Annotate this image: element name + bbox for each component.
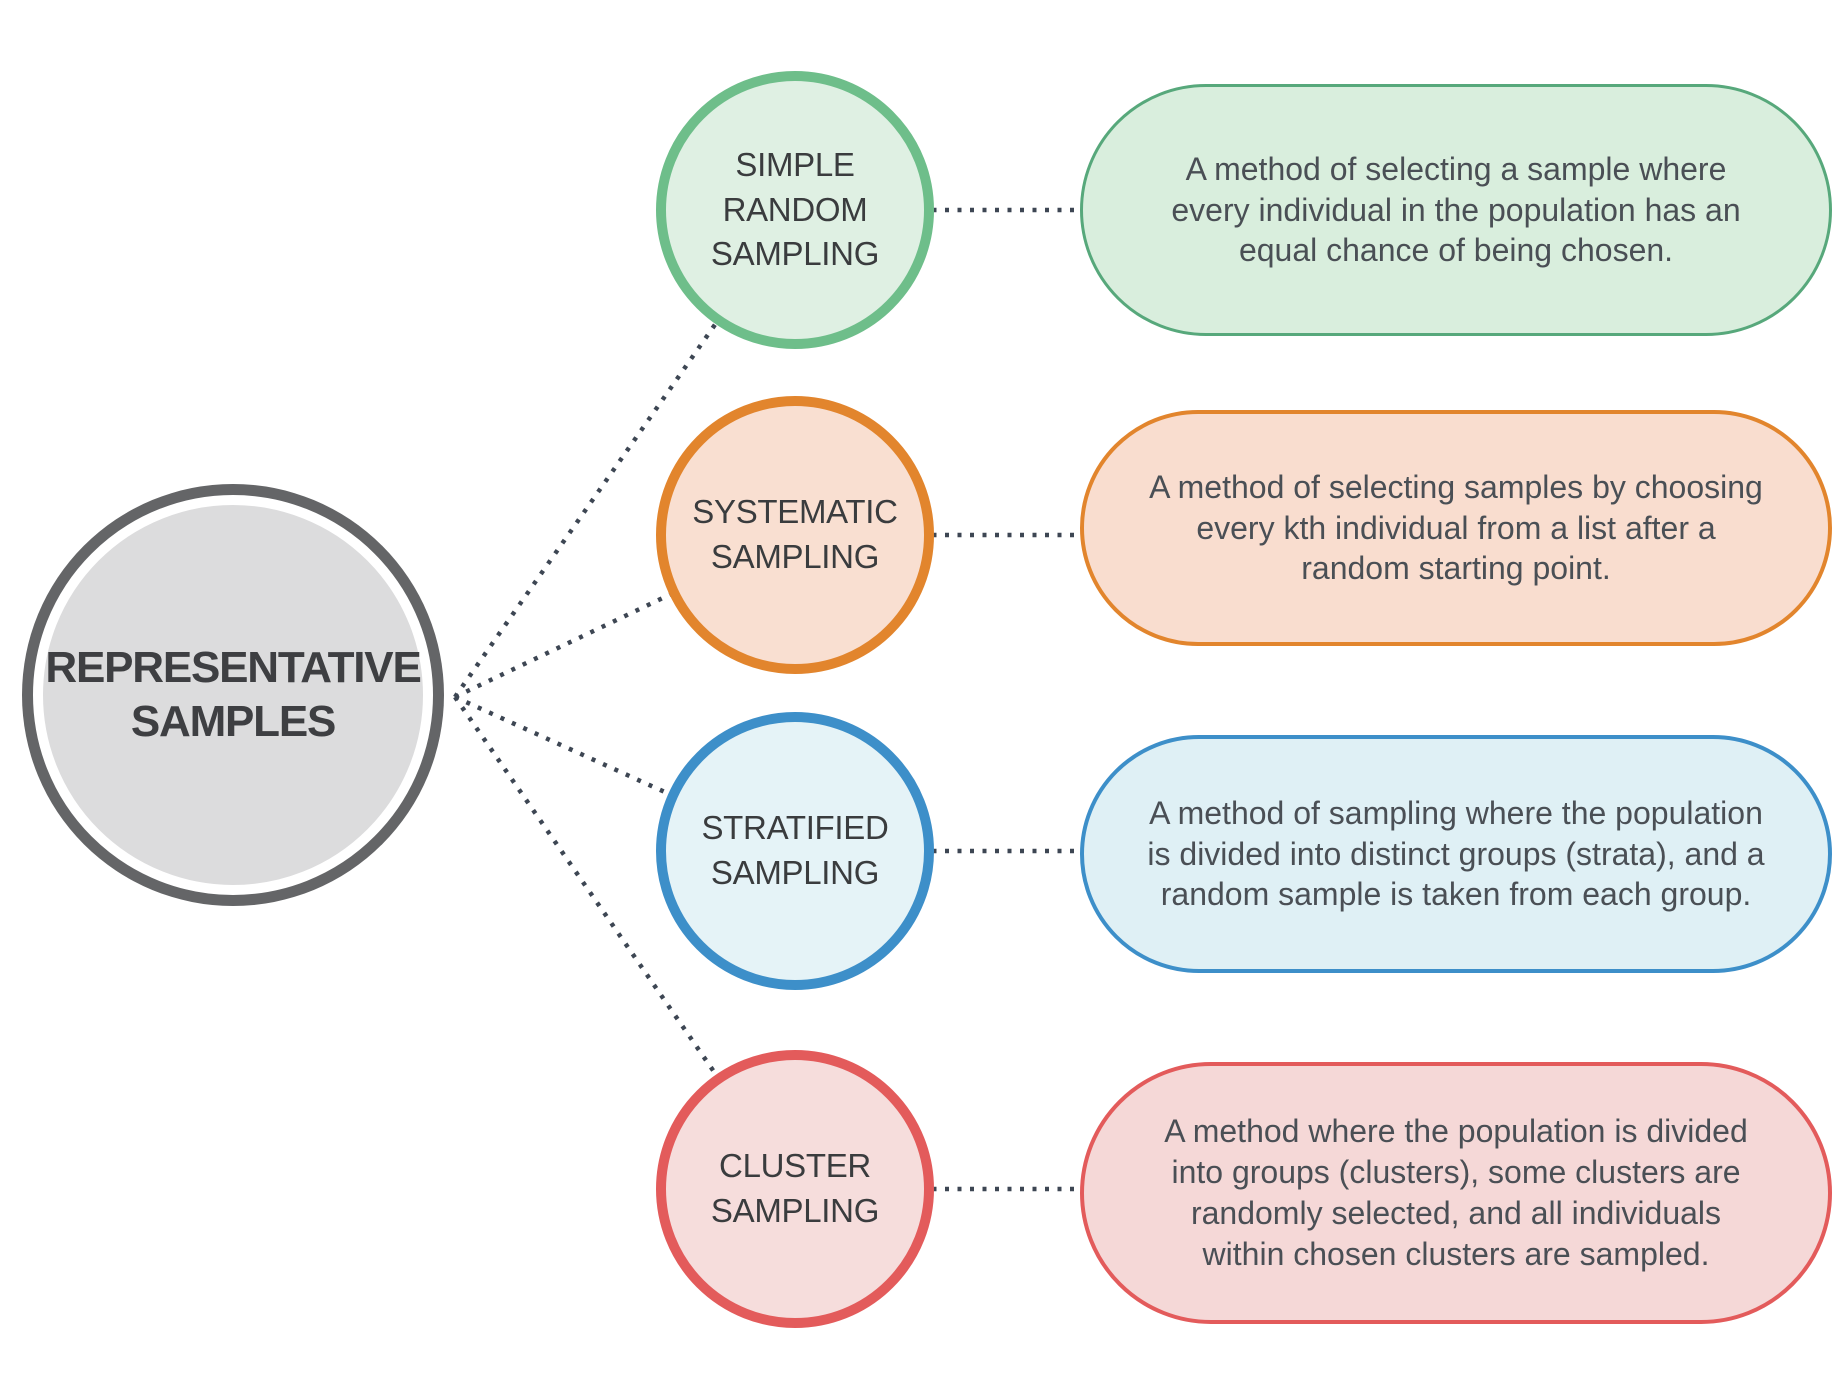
branch-label: SIMPLE RANDOM SAMPLING	[710, 146, 880, 273]
branch-label: CLUSTER SAMPLING	[710, 1147, 880, 1229]
branch-circle-systematic-sampling: SYSTEMATIC SAMPLING	[656, 396, 934, 674]
description-pill-simple-random-sampling: A method of selecting a sample where eve…	[1080, 84, 1832, 336]
description-pill-systematic-sampling: A method of selecting samples by choosin…	[1080, 410, 1832, 646]
hub-circle: REPRESENTATIVE SAMPLES	[33, 495, 433, 895]
hub-title: REPRESENTATIVE SAMPLES	[45, 643, 421, 746]
branch-label: STRATIFIED SAMPLING	[701, 809, 889, 891]
branch-circle-cluster-sampling: CLUSTER SAMPLING	[656, 1050, 934, 1328]
description-pill-stratified-sampling: A method of sampling where the populatio…	[1080, 735, 1832, 973]
branch-circle-simple-random-sampling: SIMPLE RANDOM SAMPLING	[656, 71, 934, 349]
branch-circle-stratified-sampling: STRATIFIED SAMPLING	[656, 712, 934, 990]
description-text: A method of selecting samples by choosin…	[1149, 468, 1763, 587]
description-text: A method where the population is divided…	[1164, 1113, 1748, 1272]
description-text: A method of selecting a sample where eve…	[1171, 150, 1741, 269]
branch-label: SYSTEMATIC SAMPLING	[692, 493, 898, 575]
description-text: A method of sampling where the populatio…	[1147, 794, 1765, 913]
description-pill-cluster-sampling: A method where the population is divided…	[1080, 1062, 1832, 1324]
